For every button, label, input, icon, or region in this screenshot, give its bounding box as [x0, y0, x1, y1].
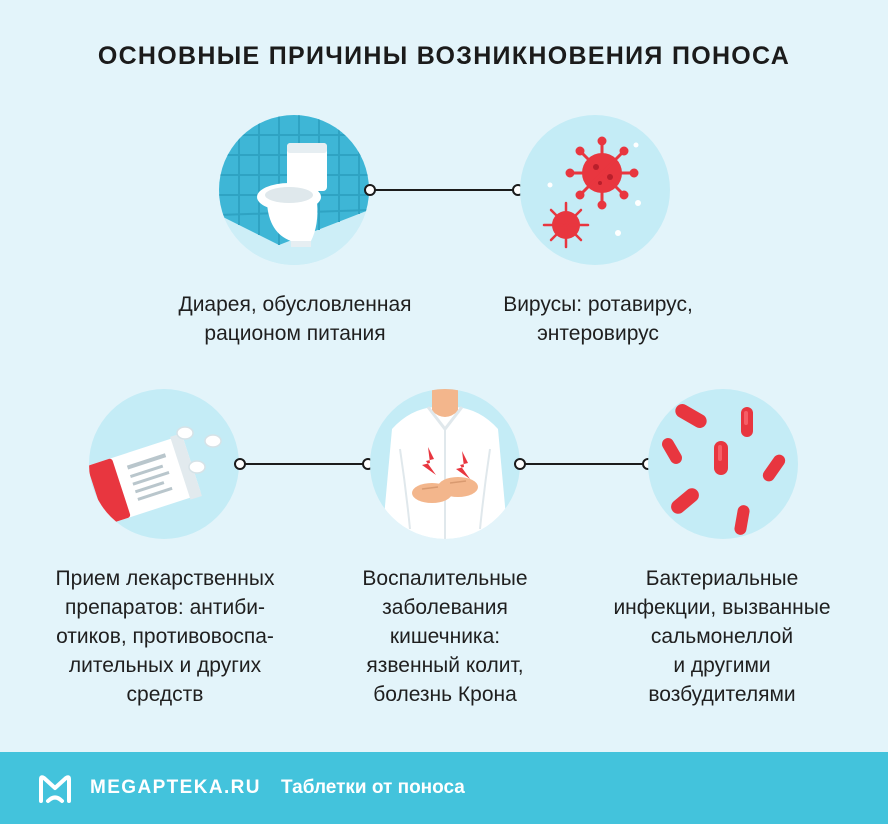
cause-caption-medicines: Прием лекарственных препаратов: антиби- … — [20, 564, 310, 709]
footer-bar: MEGAPTEKA.RU Таблетки от поноса — [0, 752, 888, 824]
page-title: Основные причины возникновения поноса — [97, 42, 791, 70]
connector-line — [524, 463, 644, 465]
caption-line: сальмонеллой — [650, 625, 794, 648]
cause-caption-inflammation: Воспалительные заболевания кишечника: яз… — [315, 564, 575, 709]
caption-line: Диарея, обусловленная — [178, 293, 412, 316]
brand-link[interactable]: MEGAPTEKA.RU — [90, 777, 261, 798]
caption-line: лительных и других — [68, 654, 262, 677]
caption-line: энтеровирус — [537, 322, 659, 345]
bacteria-icon — [662, 404, 786, 535]
virus-icon — [542, 136, 641, 249]
toilet-icon — [219, 115, 369, 265]
caption-line: возбудителями — [648, 683, 796, 706]
caption-line: Прием лекарственных — [55, 567, 275, 590]
caption-line: кишечника: — [389, 625, 501, 648]
connector-line — [244, 463, 364, 465]
megapteka-logo-icon[interactable] — [38, 774, 72, 804]
caption-line: рационом питания — [204, 322, 386, 345]
caption-line: Воспалительные — [362, 567, 528, 590]
caption-line: заболевания — [382, 596, 508, 619]
caption-line: инфекции, вызванные — [613, 596, 831, 619]
caption-line: средств — [126, 683, 204, 706]
caption-line: и другими — [673, 654, 771, 677]
cause-caption-bacteria: Бактериальные инфекции, вызванные сальмо… — [582, 564, 862, 709]
cause-circle-virus — [520, 115, 670, 265]
cause-circle-medicines — [89, 389, 239, 539]
caption-line: болезнь Крона — [373, 683, 517, 706]
cause-circle-diet — [219, 115, 369, 265]
cause-caption-virus: Вирусы: ротавирус, энтеровирус — [448, 290, 748, 348]
connector-line — [374, 189, 514, 191]
caption-line: язвенный колит, — [366, 654, 524, 677]
pills-icon — [89, 426, 222, 525]
cause-caption-diet: Диарея, обусловленная рационом питания — [140, 290, 450, 348]
caption-line: Бактериальные — [645, 567, 799, 590]
caption-line: Вирусы: ротавирус, — [503, 293, 693, 316]
cause-circle-bacteria — [648, 389, 798, 539]
caption-line: отиков, противовоспа- — [56, 625, 274, 648]
antidiarrheal-tablets-link[interactable]: Таблетки от поноса — [281, 777, 465, 798]
stomach-pain-icon — [382, 389, 508, 539]
cause-circle-inflammation — [370, 389, 520, 539]
caption-line: препаратов: антиби- — [65, 596, 265, 619]
